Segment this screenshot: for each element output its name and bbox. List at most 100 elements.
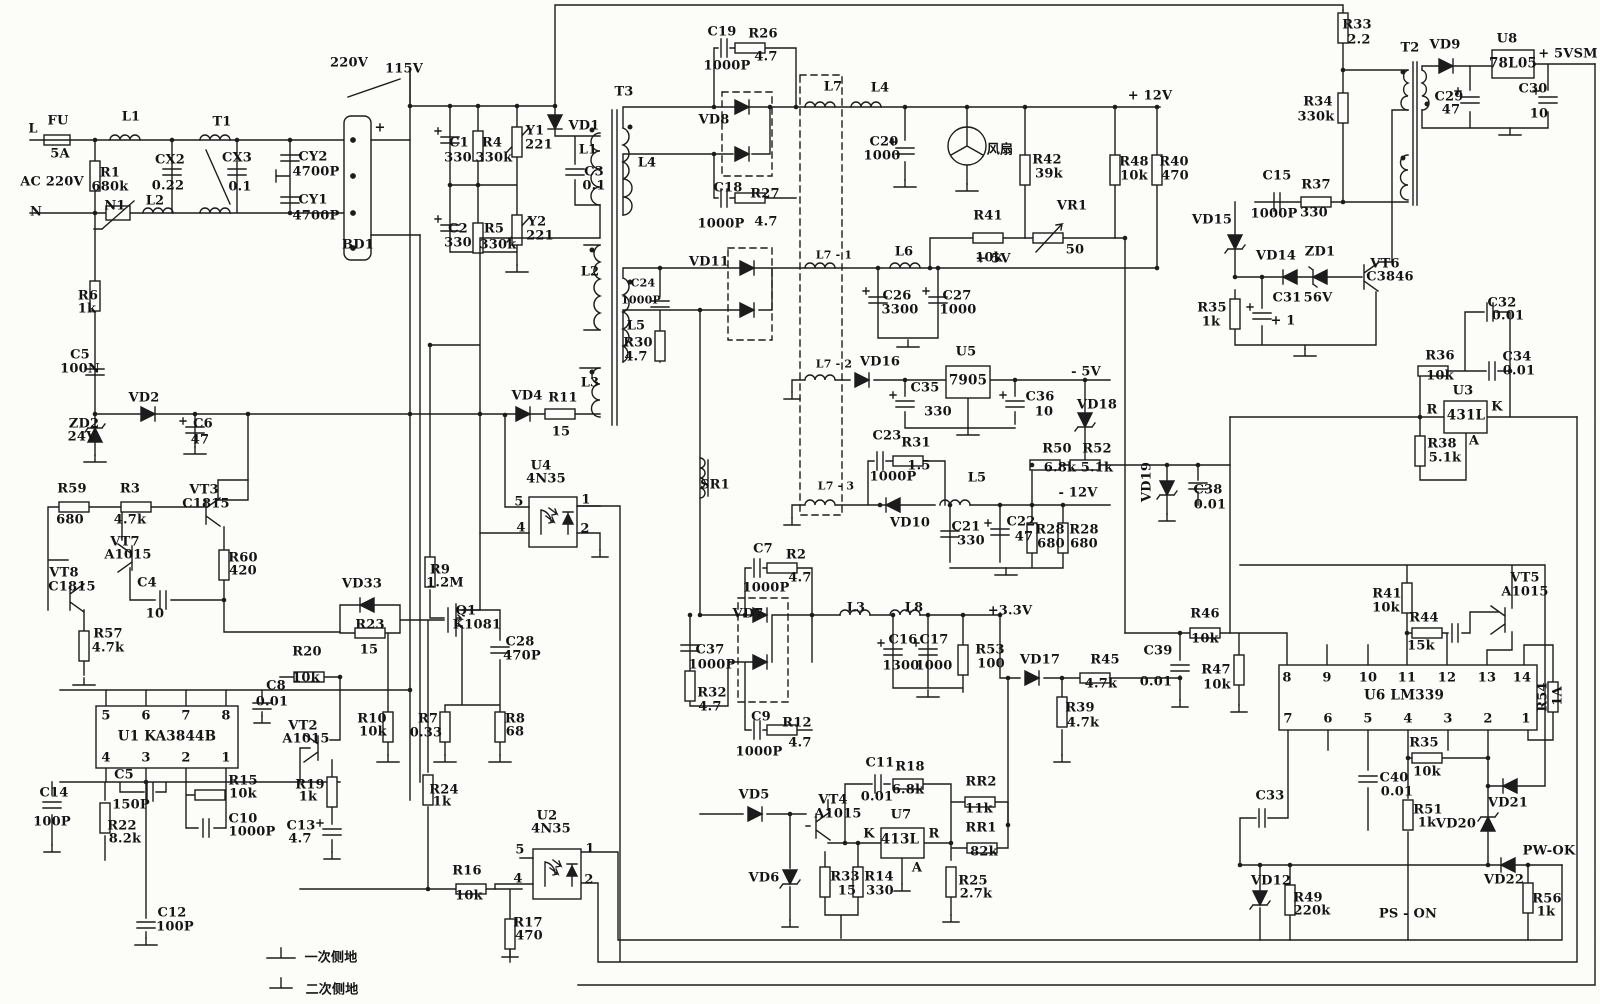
ic-U8-78L05: [1491, 49, 1535, 79]
capacitor-C27: [922, 287, 948, 304]
resistor-R9: [424, 556, 436, 588]
ic-U6-LM339: [1278, 664, 1538, 731]
inductor-L4-out: [850, 101, 882, 108]
resistor-R56: [1522, 882, 1534, 914]
mosfet-Q1: [447, 603, 463, 637]
gnd-u7: [893, 883, 911, 892]
capacitor-C17: [912, 639, 938, 656]
wires-5v: [622, 237, 1158, 616]
capacitor-C34: [1488, 361, 1496, 381]
capacitor-C26: [862, 287, 888, 304]
diode-VD6: [779, 869, 801, 889]
resistor-R28b: [1057, 522, 1069, 554]
diode-VD12: [1249, 890, 1271, 910]
capacitor-C18: [720, 188, 728, 208]
diode-VD8a: [734, 99, 750, 115]
resistor-RR1: [966, 842, 998, 854]
inductor-L7-2: [804, 374, 836, 381]
resistor-R49: [1284, 884, 1296, 916]
gnd-r7: [433, 754, 457, 763]
capacitor-C8: [252, 702, 272, 710]
capacitor-C31: [1246, 303, 1272, 320]
capacitor-C4: [159, 590, 167, 610]
gnd-r57: [72, 677, 96, 686]
resistor-R15: [194, 789, 226, 801]
diode-VD8b: [734, 146, 750, 162]
inductor-L3-out: [839, 609, 871, 616]
gnd-u5: [956, 427, 980, 436]
capacitor-C9: [753, 720, 761, 740]
inductor-L7-3: [804, 499, 836, 506]
resistor-R33b: [819, 866, 831, 898]
resistor-R32: [684, 670, 696, 702]
gnd-3v3: [916, 689, 940, 698]
capacitor-C3: [565, 168, 585, 176]
diode-VD11b: [739, 302, 755, 318]
capacitor-C19: [720, 38, 728, 58]
resistor-R26: [734, 42, 766, 54]
capacitor-C1: [434, 127, 460, 144]
capacitor-C39: [1170, 664, 1190, 672]
resistor-R31: [892, 455, 924, 467]
resistor-RR2: [964, 796, 996, 808]
transistor-VT5: [1490, 605, 1506, 635]
capacitor-C36: [999, 391, 1025, 408]
resistor-R24: [422, 774, 434, 806]
resistor-R53: [957, 644, 969, 676]
varistor-N1: [93, 200, 135, 230]
diode-VD33: [359, 597, 375, 613]
diode-VD7b: [752, 654, 768, 670]
transistor-VT8: [69, 583, 85, 613]
zener-ZD1: [1308, 266, 1328, 288]
gnd-c14: [43, 844, 61, 853]
wires-neg12: [791, 460, 1231, 569]
resistor-R40: [1151, 154, 1163, 186]
transformer-T1-core: [205, 149, 231, 205]
resistor-R28a: [1026, 522, 1038, 554]
resistor-R23: [354, 627, 386, 639]
capacitor-C33: [1258, 808, 1266, 828]
transformer-T1-bottom: [199, 207, 231, 214]
wires-ac-input: [29, 139, 601, 501]
gnd-zd2: [83, 454, 107, 463]
resistor-R36: [1417, 365, 1449, 377]
capacitor-C22: [984, 519, 1010, 536]
resistor-R57: [78, 630, 90, 662]
voltage-select-switch: [347, 69, 556, 236]
resistor-R54: [1547, 681, 1559, 713]
dashed-box-L7: [799, 74, 843, 516]
gnd-y2: [505, 264, 529, 273]
resistor-R19: [326, 776, 338, 808]
gnd-standby: [1498, 127, 1522, 136]
optocoupler-U2: [494, 848, 582, 900]
resistor-R7: [439, 711, 451, 743]
gnd-r17: [501, 949, 519, 958]
transformer-T3-windings: [589, 124, 633, 418]
resistor-R44: [1411, 627, 1443, 639]
diode-VD22: [1500, 857, 1516, 873]
resistor-R37: [1300, 196, 1332, 208]
resistor-R17: [504, 918, 516, 950]
wires-12v: [622, 47, 1161, 269]
gnd-c39: [1171, 699, 1189, 708]
gnd-c12: [134, 937, 158, 946]
legend-gnd-primary-icon: [266, 947, 296, 959]
dashed-box-VD11: [727, 247, 773, 341]
ic-U1-KA3844B: [95, 705, 239, 769]
fan-motor: [947, 126, 987, 166]
gnd-c6: [183, 446, 207, 455]
wires-standby: [1229, 9, 1596, 481]
resistor-R33a: [1337, 12, 1349, 44]
resistor-R10: [382, 711, 394, 743]
gnd-c13: [323, 851, 341, 860]
resistor-R35b: [1411, 752, 1443, 764]
resistor-R52: [1069, 459, 1101, 471]
diode-VD4: [515, 406, 531, 422]
capacitor-C13: [316, 819, 342, 836]
capacitor-C38: [1188, 482, 1208, 490]
capacitor-C40: [1358, 775, 1378, 783]
diode-VD20: [1477, 812, 1499, 832]
capacitor-C5-150p: [146, 782, 154, 802]
